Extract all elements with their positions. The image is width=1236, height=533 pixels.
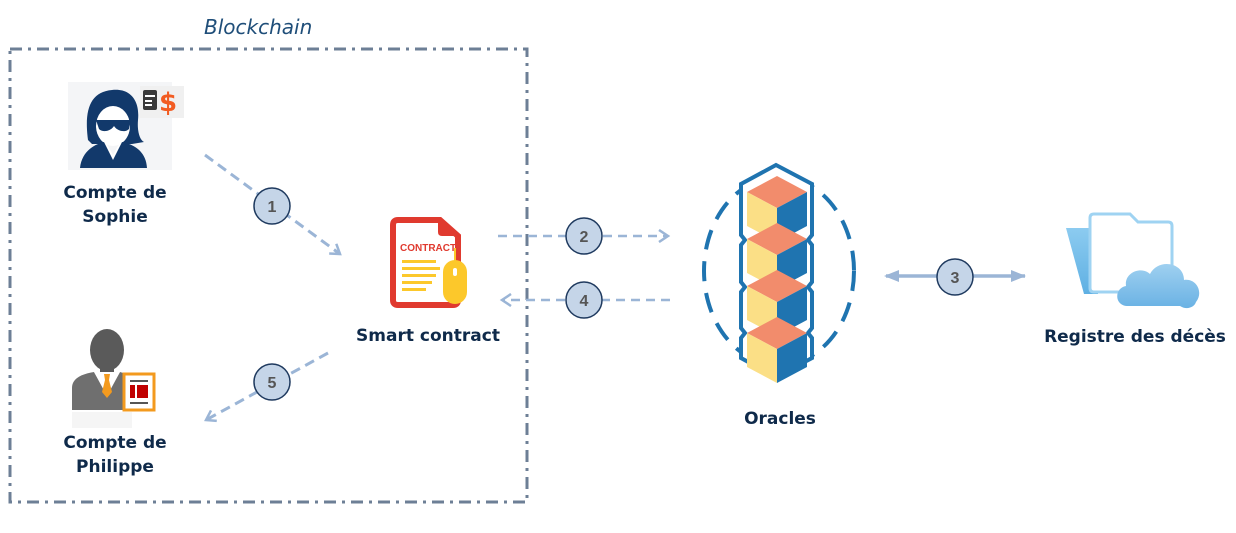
- contract-document-icon: CONTRACT: [390, 217, 467, 308]
- svg-text:CONTRACT: CONTRACT: [400, 243, 456, 254]
- sophie-label-line1: Compte de: [63, 183, 167, 203]
- sophie-label-line2: Sophie: [82, 207, 148, 227]
- svg-text:4: 4: [580, 293, 589, 310]
- step-badge-1: 1: [253, 187, 291, 225]
- node-label-oracles: Oracles: [744, 409, 816, 429]
- svg-text:5: 5: [268, 375, 277, 392]
- oracle-cube: [747, 317, 807, 383]
- document-badge-icon: [122, 372, 156, 412]
- node-label-sophie: Compte de Sophie: [40, 181, 190, 229]
- philippe-label-line1: Compte de: [63, 433, 167, 453]
- cloud-folder-icon: [1066, 212, 1200, 309]
- node-label-registre: Registre des décès: [1044, 327, 1226, 347]
- svg-text:2: 2: [580, 229, 589, 246]
- svg-text:1: 1: [268, 199, 277, 216]
- step-badge-5: 5: [253, 363, 291, 401]
- step-badge-2: 2: [565, 217, 603, 255]
- svg-text:$: $: [159, 88, 177, 118]
- stacked-blocks-icon: [702, 162, 856, 383]
- philippe-label-line2: Philippe: [76, 457, 154, 477]
- man-account-icon: [72, 329, 132, 428]
- svg-text:3: 3: [951, 270, 960, 287]
- oracle-cube: [747, 176, 807, 242]
- money-card-icon: $: [140, 86, 184, 118]
- blockchain-group-title: Blockchain: [204, 15, 313, 39]
- node-label-smart-contract: Smart contract: [356, 326, 500, 346]
- node-label-philippe: Compte de Philippe: [40, 431, 190, 479]
- arrows: [205, 153, 1026, 420]
- step-badge-3: 3: [936, 258, 974, 296]
- step-badge-4: 4: [565, 281, 603, 319]
